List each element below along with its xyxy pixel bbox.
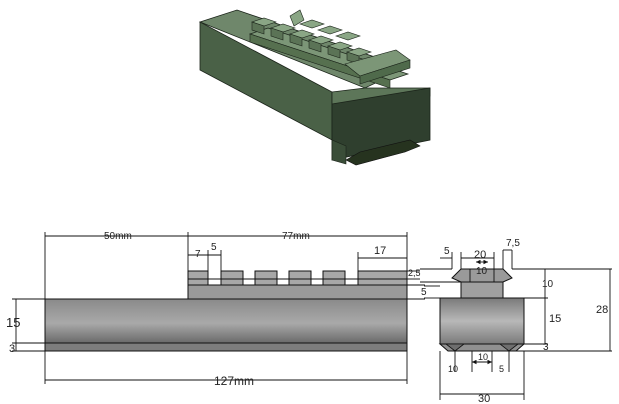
dim-77mm: 77mm — [282, 231, 310, 242]
dim-2-5-side: 2,5 — [408, 268, 421, 278]
dim-5: 5 — [211, 242, 217, 253]
dim-50mm: 50mm — [104, 231, 132, 242]
dim-end-right-3: 3 — [543, 342, 549, 353]
dim-3-side: 3 — [9, 343, 15, 355]
end-view: 5 20 7,5 10 10 15 28 3 10 10 5 30 — [420, 238, 612, 404]
dim-17: 17 — [374, 245, 386, 257]
side-dimension-lines — [12, 232, 425, 384]
dim-end-top-10: 10 — [476, 266, 488, 277]
end-bottom-lug-right — [498, 343, 520, 352]
side-rail-base — [187, 284, 408, 300]
model-rail-front — [249, 33, 391, 89]
dim-end-bottom-5: 5 — [499, 364, 504, 374]
dim-5-side: 5 — [421, 287, 427, 298]
dim-end-right-15: 15 — [549, 313, 561, 325]
model-bottom-dovetail — [345, 139, 421, 166]
dim-15-side: 15 — [6, 315, 20, 330]
dim-end-bottom-10-mid: 10 — [478, 352, 488, 362]
dim-end-top-7-5: 7,5 — [506, 238, 520, 249]
rail-3d-model — [198, 9, 431, 166]
model-ribs — [251, 9, 411, 85]
dim-7: 7 — [195, 249, 201, 260]
dim-end-bottom-10-left: 10 — [448, 364, 458, 374]
end-dimension-lines — [420, 249, 612, 400]
side-body — [44, 298, 408, 344]
end-body — [439, 297, 525, 345]
side-view: 50mm 77mm 7 5 17 15 3 2,5 5 127mm — [6, 231, 427, 388]
dim-end-right-28: 28 — [596, 304, 608, 316]
dim-end-width-30: 30 — [478, 393, 490, 404]
dim-end-right-10: 10 — [542, 279, 554, 290]
end-neck — [460, 281, 504, 299]
dim-127mm: 127mm — [214, 374, 254, 388]
dim-end-top-20: 20 — [474, 249, 486, 261]
dim-end-top-5: 5 — [444, 246, 450, 257]
side-teeth — [187, 270, 408, 286]
side-bottom-strip — [44, 342, 408, 352]
model-end-face-lower — [331, 139, 347, 165]
end-bottom-lug-left — [444, 343, 466, 352]
